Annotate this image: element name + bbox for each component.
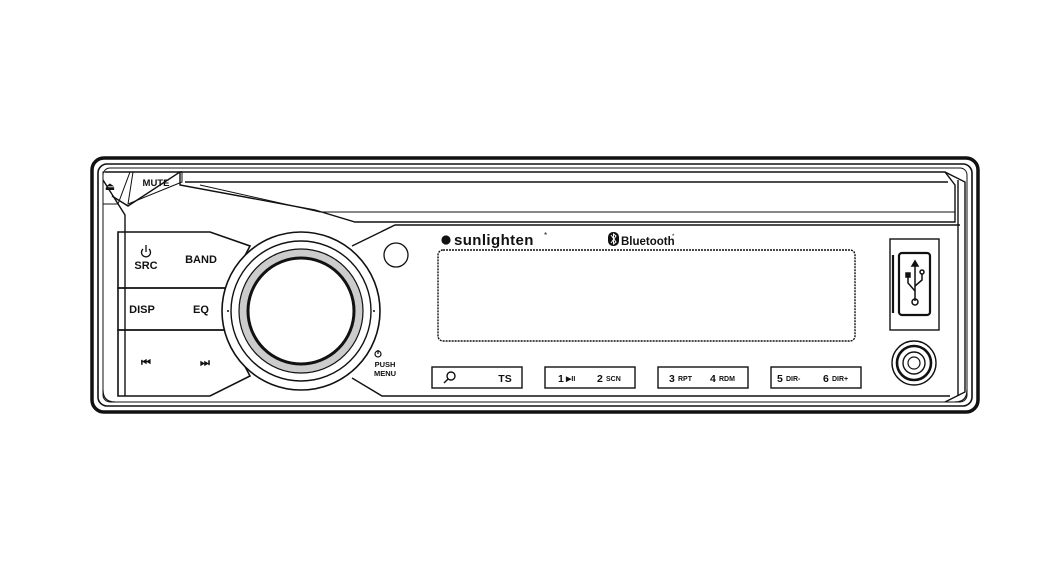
usb-icon xyxy=(905,259,925,306)
top-slot xyxy=(179,171,956,223)
brand-name: sunlighten xyxy=(454,232,534,249)
svg-text:DIR+: DIR+ xyxy=(832,376,848,383)
disp-button[interactable]: DISP xyxy=(129,304,155,316)
brand-logo: sunlighten * xyxy=(441,231,547,249)
brand-mark: * xyxy=(544,231,547,240)
mute-button[interactable]: MUTE xyxy=(127,171,183,205)
prev-track-button[interactable]: ⏮ xyxy=(141,357,151,369)
svg-text:5: 5 xyxy=(777,373,783,385)
push-menu-label: PUSH MENU xyxy=(374,350,396,378)
svg-text:1: 1 xyxy=(558,373,564,385)
search-icon xyxy=(443,371,456,384)
ir-sensor-icon xyxy=(383,242,409,268)
aux-jack-icon[interactable] xyxy=(891,340,937,386)
svg-text:3: 3 xyxy=(669,373,675,385)
svg-text:SCN: SCN xyxy=(606,376,621,383)
right-edge xyxy=(944,171,966,403)
bluetooth-logo: Bluetooth * xyxy=(608,232,675,248)
svg-text:2: 2 xyxy=(597,373,603,385)
bluetooth-mark: * xyxy=(672,234,675,240)
preset-1-2[interactable]: 1 ▶II 2 SCN xyxy=(544,366,636,389)
svg-text:DIR-: DIR- xyxy=(786,376,801,383)
svg-text:RPT: RPT xyxy=(678,376,693,383)
src-label: SRC xyxy=(134,260,157,272)
ts-label: TS xyxy=(498,373,511,385)
faceplate-frame xyxy=(90,156,980,414)
preset-3-4[interactable]: 3 RPT 4 RDM xyxy=(657,366,749,389)
eject-button[interactable]: ⏏ xyxy=(102,171,131,205)
svg-text:4: 4 xyxy=(710,373,716,385)
svg-text:6: 6 xyxy=(823,373,829,385)
eq-button[interactable]: EQ xyxy=(193,304,209,316)
mute-label: MUTE xyxy=(143,178,170,189)
volume-knob[interactable] xyxy=(221,231,381,391)
corner-details xyxy=(102,389,968,403)
band-button[interactable]: BAND xyxy=(185,254,217,266)
usb-port[interactable] xyxy=(889,238,940,331)
preset-1-ts[interactable]: TS xyxy=(431,366,523,389)
preset-5-6[interactable]: 5 DIR- 6 DIR+ xyxy=(770,366,862,389)
lcd-display xyxy=(437,249,856,342)
power-icon xyxy=(140,245,152,258)
bluetooth-label: Bluetooth xyxy=(621,236,675,248)
eject-icon: ⏏ xyxy=(105,181,115,193)
next-track-button[interactable]: ⏭ xyxy=(200,357,210,369)
svg-text:MENU: MENU xyxy=(374,369,396,378)
center-body xyxy=(351,224,960,397)
src-button[interactable]: SRC xyxy=(134,245,158,272)
svg-text:PUSH: PUSH xyxy=(375,360,396,369)
svg-text:RDM: RDM xyxy=(719,376,735,383)
svg-text:▶II: ▶II xyxy=(565,376,575,383)
